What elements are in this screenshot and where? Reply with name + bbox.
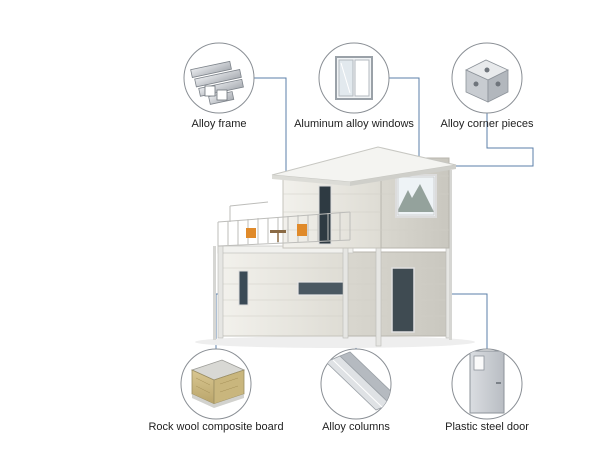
window-icon — [335, 56, 373, 100]
label-plastic-steel-door: Plastic steel door — [445, 421, 529, 433]
callout-rock-wool-composite-board — [180, 348, 252, 420]
label-alloy-columns: Alloy columns — [322, 421, 390, 433]
callout-aluminum-alloy-windows — [318, 42, 390, 114]
leader-alloy-frame — [253, 77, 287, 173]
label-aluminum-alloy-windows: Aluminum alloy windows — [294, 118, 414, 130]
label-rock-wool-composite-board: Rock wool composite board — [148, 421, 284, 433]
callout-alloy-columns — [320, 348, 392, 420]
leader-aluminum-alloy-windows — [389, 77, 420, 193]
callout-plastic-steel-door — [451, 348, 523, 420]
lower-front-window — [297, 281, 347, 296]
lower-door — [391, 267, 415, 333]
label-alloy-frame: Alloy frame — [191, 118, 247, 130]
label-alloy-corner-pieces: Alloy corner pieces — [440, 118, 534, 130]
steel-door-icon — [469, 350, 505, 414]
callout-alloy-corner-pieces — [451, 42, 523, 114]
container-house — [195, 146, 475, 348]
balcony-chairs — [246, 224, 307, 242]
leader-alloy-corner-pieces — [452, 113, 534, 167]
aluminum-profile-icon — [190, 60, 244, 105]
corner-bracket-icon — [465, 59, 509, 103]
upper-door — [318, 185, 332, 245]
lower-side-window — [238, 270, 249, 306]
callout-alloy-frame — [183, 42, 255, 114]
rock-wool-board-icon — [190, 359, 246, 408]
